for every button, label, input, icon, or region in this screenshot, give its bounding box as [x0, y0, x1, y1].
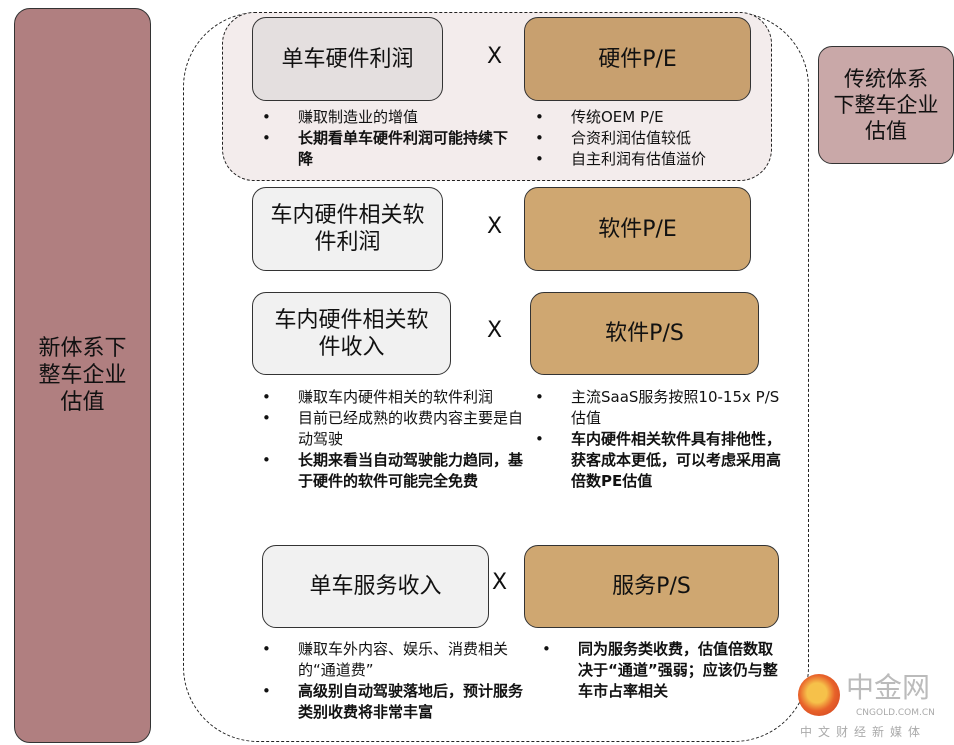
bullet-icon: • — [535, 150, 544, 168]
software-profit-box: 车内硬件相关软 件利润 — [252, 187, 443, 271]
bullets-service-left: • 赚取车外内容、娱乐、消费相关的“通道费” • 高级别自动驾驶落地后，预计服务类别收… — [258, 639, 530, 723]
hardware-pe-box: 硬件P/E — [524, 17, 751, 101]
service-revenue-box: 单车服务收入 — [262, 545, 489, 628]
bullet-text: 车内硬件相关软件具有排他性，获客成本更低，可以考虑采用高倍数PE估值 — [571, 430, 782, 490]
bullets-software-right: • 主流SaaS服务按照10-15x P/S估值 • 车内硬件相关软件具有排他性，获客… — [531, 387, 781, 492]
new-system-valuation-box: 新体系下 整车企业 估值 — [14, 8, 151, 743]
bullet-icon: • — [262, 451, 271, 469]
software-pe-box: 软件P/E — [524, 187, 751, 271]
bullet-icon: • — [535, 129, 544, 147]
software-revenue-box: 车内硬件相关软 件收入 — [252, 292, 451, 375]
bullet-icon: • — [262, 682, 271, 700]
bullet-item: • 赚取车内硬件相关的软件利润 — [258, 387, 526, 408]
bullet-icon: • — [262, 108, 271, 126]
multiply-sign: X — [487, 44, 503, 69]
bullet-item: • 同为服务类收费，估值倍数取决于“通道”强弱；应该仍与整车市占率相关 — [538, 639, 783, 702]
bullet-item: • 车内硬件相关软件具有排他性，获客成本更低，可以考虑采用高倍数PE估值 — [531, 429, 781, 492]
bullet-item: • 长期来看当自动驾驶能力趋同，基于硬件的软件可能完全免费 — [258, 450, 526, 492]
bullet-text: 主流SaaS服务按照10-15x P/S估值 — [571, 388, 780, 427]
bullet-item: • 赚取制造业的增值 — [258, 107, 508, 128]
bullet-item: • 高级别自动驾驶落地后，预计服务类别收费将非常丰富 — [258, 681, 530, 723]
bullet-icon: • — [535, 388, 544, 406]
multiply-sign: X — [487, 214, 503, 239]
bullet-text: 长期来看当自动驾驶能力趋同，基于硬件的软件可能完全免费 — [298, 451, 524, 490]
bullet-icon: • — [262, 388, 271, 406]
bullet-text: 同为服务类收费，估值倍数取决于“通道”强弱；应该仍与整车市占率相关 — [578, 640, 778, 700]
bullet-icon: • — [535, 430, 544, 448]
bullet-text: 赚取车内硬件相关的软件利润 — [298, 388, 494, 406]
bullet-item: • 赚取车外内容、娱乐、消费相关的“通道费” — [258, 639, 530, 681]
bullet-text: 自主利润有估值溢价 — [571, 150, 707, 168]
watermark-tagline: 中文财经新媒体 — [800, 725, 927, 739]
bullet-text: 传统OEM P/E — [571, 108, 664, 126]
watermark-name: 中金网 — [846, 671, 931, 704]
bullet-icon: • — [535, 108, 544, 126]
bullets-service-right: • 同为服务类收费，估值倍数取决于“通道”强弱；应该仍与整车市占率相关 — [538, 639, 783, 702]
bullet-item: • 长期看单车硬件利润可能持续下降 — [258, 128, 508, 170]
bullet-text: 长期看单车硬件利润可能持续下降 — [298, 129, 509, 168]
bullet-item: • 主流SaaS服务按照10-15x P/S估值 — [531, 387, 781, 429]
multiply-sign: X — [487, 318, 503, 343]
watermark-url: CNGOLD.COM.CN — [856, 708, 935, 718]
hardware-profit-box: 单车硬件利润 — [252, 17, 443, 101]
bullet-text: 合资利润估值较低 — [571, 129, 692, 147]
software-ps-box: 软件P/S — [530, 292, 759, 375]
bullets-hardware-right: • 传统OEM P/E • 合资利润估值较低 • 自主利润有估值溢价 — [531, 107, 761, 170]
bullet-item: • 传统OEM P/E — [531, 107, 761, 128]
bullets-hardware-left: • 赚取制造业的增值 • 长期看单车硬件利润可能持续下降 — [258, 107, 508, 170]
traditional-system-valuation-box: 传统体系 下整车企业 估值 — [818, 46, 954, 164]
bullets-software-left: • 赚取车内硬件相关的软件利润 • 目前已经成熟的收费内容主要是自动驾驶 • 长期来看当自… — [258, 387, 526, 492]
multiply-sign: X — [492, 570, 508, 595]
bullet-icon: • — [262, 409, 271, 427]
bullet-text: 赚取制造业的增值 — [298, 108, 419, 126]
bullet-item: • 合资利润估值较低 — [531, 128, 761, 149]
logo-icon — [798, 674, 840, 716]
bullet-text: 高级别自动驾驶落地后，预计服务类别收费将非常丰富 — [298, 682, 524, 721]
bullet-icon: • — [262, 640, 271, 658]
bullet-icon: • — [542, 640, 551, 658]
bullet-text: 赚取车外内容、娱乐、消费相关的“通道费” — [298, 640, 509, 679]
watermark-logo: 中金网 CNGOLD.COM.CN 中文财经新媒体 — [796, 672, 954, 744]
bullet-icon: • — [262, 129, 271, 147]
bullet-text: 目前已经成熟的收费内容主要是自动驾驶 — [298, 409, 524, 448]
service-ps-box: 服务P/S — [524, 545, 779, 628]
bullet-item: • 目前已经成熟的收费内容主要是自动驾驶 — [258, 408, 526, 450]
bullet-item: • 自主利润有估值溢价 — [531, 149, 761, 170]
